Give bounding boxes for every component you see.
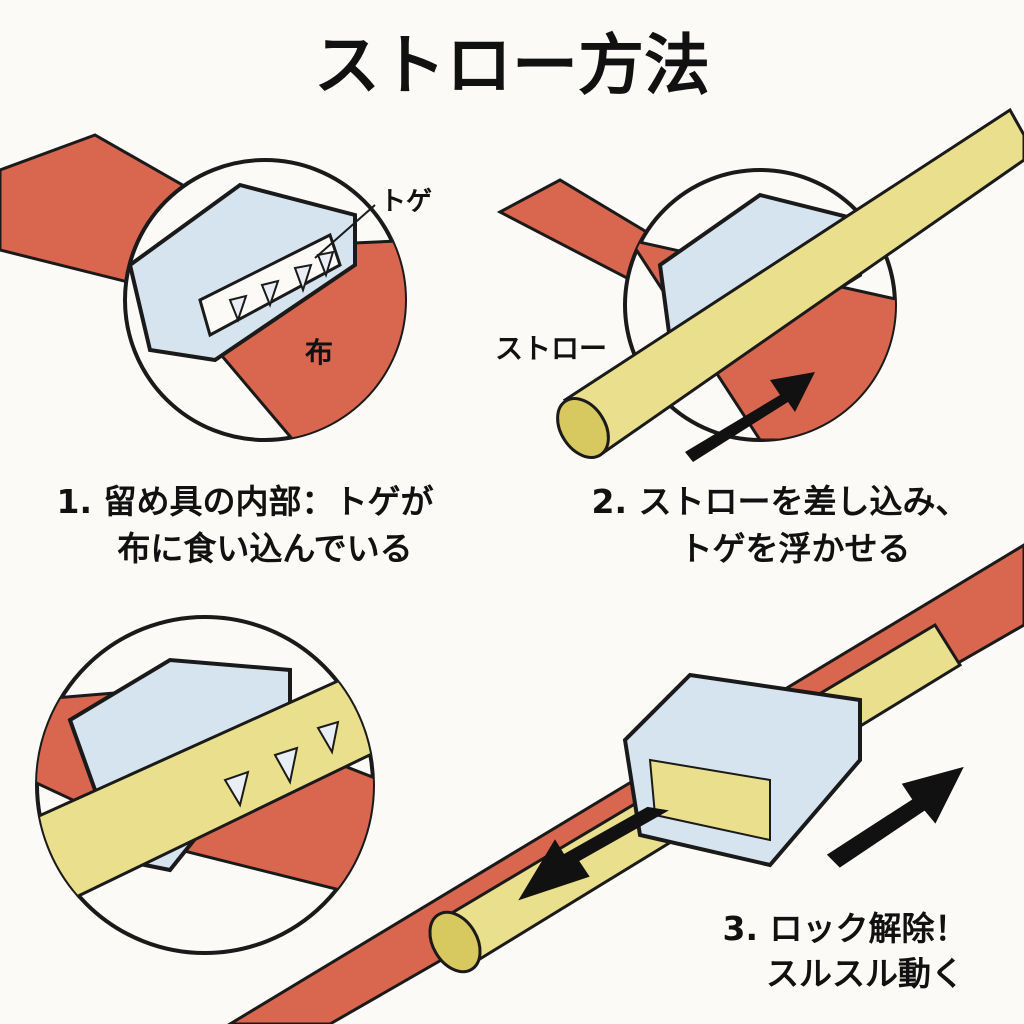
caption-2-line-1: 2. ストローを差し込み、 [592, 482, 969, 521]
arrow-left-icon [518, 806, 669, 901]
arrow-icon [685, 372, 815, 462]
arrow-right-icon [826, 766, 964, 868]
page-title: ストロー方法 [314, 27, 710, 104]
straw-end [428, 910, 482, 974]
straw-end [556, 397, 610, 459]
caption-1-line-1: 1. 留め具の内部：トゲが [57, 482, 434, 521]
clip-body [127, 182, 357, 363]
caption-2-line-2: トゲを浮かせる [680, 529, 911, 568]
caption-3-line-2: スルスル動く [766, 954, 964, 993]
label-straw: ストロー [495, 332, 607, 365]
caption-1-line-2: 布に食い込んでいる [117, 529, 412, 568]
caption-3-line-1: 3. ロック解除！ [723, 909, 968, 948]
panel-1: トゲ 布 1. 留め具の内部：トゲが 布に食い込んでいる [0, 133, 434, 568]
label-spike: トゲ [380, 187, 432, 217]
spike-icons [228, 250, 335, 323]
spike-icons [223, 720, 340, 808]
panel-2: ストロー 2. ストローを差し込み、 トゲを浮かせる [495, 107, 1024, 568]
panel-3: 3. ロック解除！ スルスル動く [35, 543, 1024, 1024]
label-cloth: 布 [305, 336, 333, 369]
